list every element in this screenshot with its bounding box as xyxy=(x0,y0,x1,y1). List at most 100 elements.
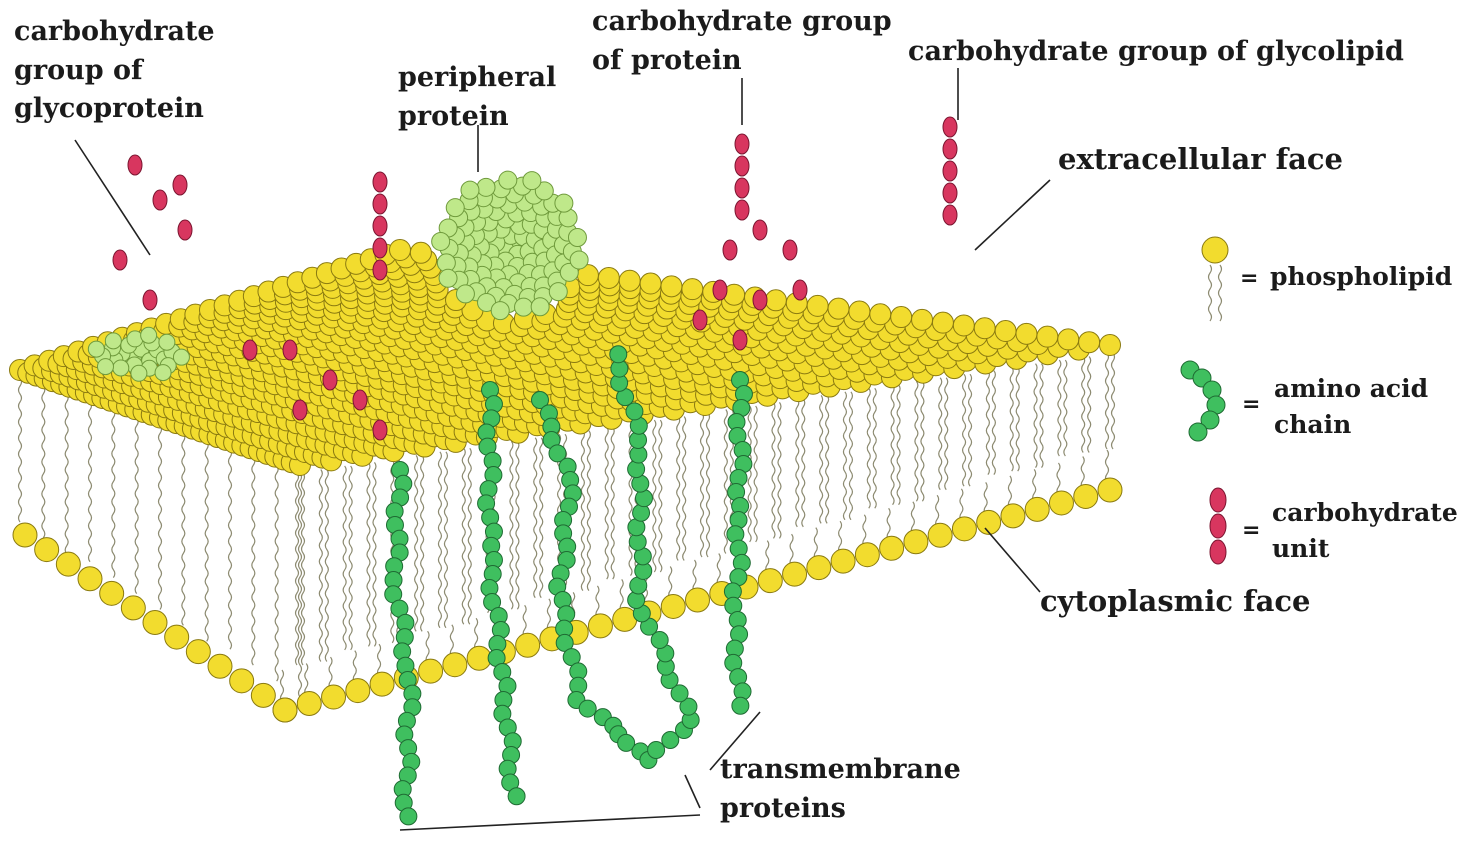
carbohydrate-unit xyxy=(735,134,749,154)
carbohydrate-unit xyxy=(373,194,387,214)
protein-carbohydrate xyxy=(753,220,767,240)
carbohydrate-unit xyxy=(943,205,957,225)
protein-carb-stalk xyxy=(735,200,749,220)
phospholipid-head xyxy=(995,321,1016,342)
phospholipid-head xyxy=(273,698,297,722)
label-transmembrane-proteins: transmembrane proteins xyxy=(720,750,961,829)
glycoprotein-bead xyxy=(155,365,171,381)
phospholipid-head xyxy=(783,562,807,586)
phospholipid-head xyxy=(952,517,976,541)
glycoprotein-carbohydrate xyxy=(243,340,257,360)
carbohydrate-unit xyxy=(753,290,767,310)
peripheral-protein-bead xyxy=(432,232,450,250)
label-protein-carbohydrate: carbohydrate group of protein xyxy=(592,2,892,81)
protein-carbohydrate xyxy=(793,280,807,300)
amino-acid-bead xyxy=(633,504,650,521)
amino-acid-bead xyxy=(1189,423,1207,441)
lipid-tail xyxy=(19,378,22,522)
leader-line xyxy=(985,528,1040,592)
protein-carb-stalk xyxy=(735,134,749,154)
label-line: carbohydrate xyxy=(14,12,215,53)
phospholipid-head xyxy=(35,538,59,562)
glycoprotein-carbohydrate xyxy=(113,250,127,270)
label-line: carbohydrate group xyxy=(592,2,892,43)
glycoprotein-bead xyxy=(159,334,175,350)
phospholipid-head xyxy=(121,596,145,620)
legend-layer xyxy=(1181,237,1228,564)
phospholipid-head xyxy=(56,552,80,576)
phospholipid-head xyxy=(932,312,953,333)
protein-carbohydrate xyxy=(753,290,767,310)
amino-acid-bead xyxy=(508,788,525,805)
legend-carbohydrate-label: carbohydrate unit xyxy=(1272,494,1458,567)
phospholipid-head xyxy=(1058,329,1079,350)
protein-carbohydrate xyxy=(693,310,707,330)
phospholipid-icon xyxy=(1202,237,1228,321)
phospholipid-head xyxy=(661,276,682,297)
phospholipid-head xyxy=(1016,323,1037,344)
carbohydrate-unit xyxy=(373,260,387,280)
phospholipid-head xyxy=(1074,484,1098,508)
phospholipid-head xyxy=(100,581,124,605)
phospholipid-head xyxy=(410,242,431,263)
glycoprotein-carbohydrate xyxy=(178,220,192,240)
label-line: chain xyxy=(1274,406,1428,444)
glycolipid-stalk-right xyxy=(943,183,957,203)
phospholipid-head xyxy=(880,536,904,560)
protein-carbohydrate xyxy=(783,240,797,260)
carbohydrate-unit xyxy=(373,238,387,258)
glycoprotein-bead xyxy=(113,360,129,376)
phospholipid-head xyxy=(758,569,782,593)
phospholipid-head xyxy=(661,594,685,618)
glycoprotein-carbohydrate xyxy=(293,400,307,420)
glycolipid-stalk-right xyxy=(943,161,957,181)
phospholipid-head xyxy=(870,304,891,325)
label-line: unit xyxy=(1272,530,1458,568)
glycoprotein-bead xyxy=(141,327,157,343)
phospholipid-head xyxy=(686,588,710,612)
phospholipid-head xyxy=(598,267,619,288)
leader-line xyxy=(685,775,700,808)
carbohydrate-unit xyxy=(1210,488,1226,512)
carbohydrate-unit xyxy=(733,330,747,350)
phospholipid-head xyxy=(143,611,167,635)
legend-amino-acid-label: amino acid chain xyxy=(1274,370,1428,443)
phospholipid-head xyxy=(977,510,1001,534)
glycolipid-stalk-left xyxy=(373,172,387,192)
phospholipid-head xyxy=(13,523,37,547)
phospholipid-head xyxy=(467,646,491,670)
carbohydrate-unit xyxy=(243,340,257,360)
amino-acid-bead xyxy=(400,808,417,825)
carbohydrate-unit xyxy=(113,250,127,270)
phospholipid-head xyxy=(1100,335,1121,356)
legend-equals: = xyxy=(1242,518,1260,543)
label-line: of protein xyxy=(592,41,892,82)
label-line: peripheral xyxy=(398,58,556,99)
peripheral-protein-bead xyxy=(570,251,588,269)
peripheral-protein-bead xyxy=(568,228,586,246)
glycoprotein-carbohydrate xyxy=(323,370,337,390)
phospholipid-head xyxy=(855,543,879,567)
phospholipid-head xyxy=(807,556,831,580)
carbohydrate-unit xyxy=(293,400,307,420)
protein-carb-stalk xyxy=(735,156,749,176)
glycoprotein-bead xyxy=(88,341,104,357)
peripheral-protein-bead xyxy=(477,178,495,196)
carbohydrate-unit xyxy=(373,172,387,192)
protein-carbohydrate xyxy=(723,240,737,260)
phospholipid-head xyxy=(346,679,370,703)
lipid-tail xyxy=(1112,353,1115,449)
label-glycolipid-carbohydrate: carbohydrate group of glycolipid xyxy=(908,32,1404,73)
carbohydrate-unit xyxy=(323,370,337,390)
peripheral-protein-bead xyxy=(523,172,541,190)
label-glycoprotein-carbohydrate: carbohydrate group of glycoprotein xyxy=(14,12,215,130)
phospholipid-head xyxy=(297,692,321,716)
carbohydrate-unit xyxy=(283,340,297,360)
phospholipid-head xyxy=(1049,491,1073,515)
amino-acid-bead xyxy=(626,403,643,420)
peripheral-protein-bead xyxy=(531,298,549,316)
phospholipid-head xyxy=(230,669,254,693)
lipid-tail xyxy=(1219,265,1222,321)
